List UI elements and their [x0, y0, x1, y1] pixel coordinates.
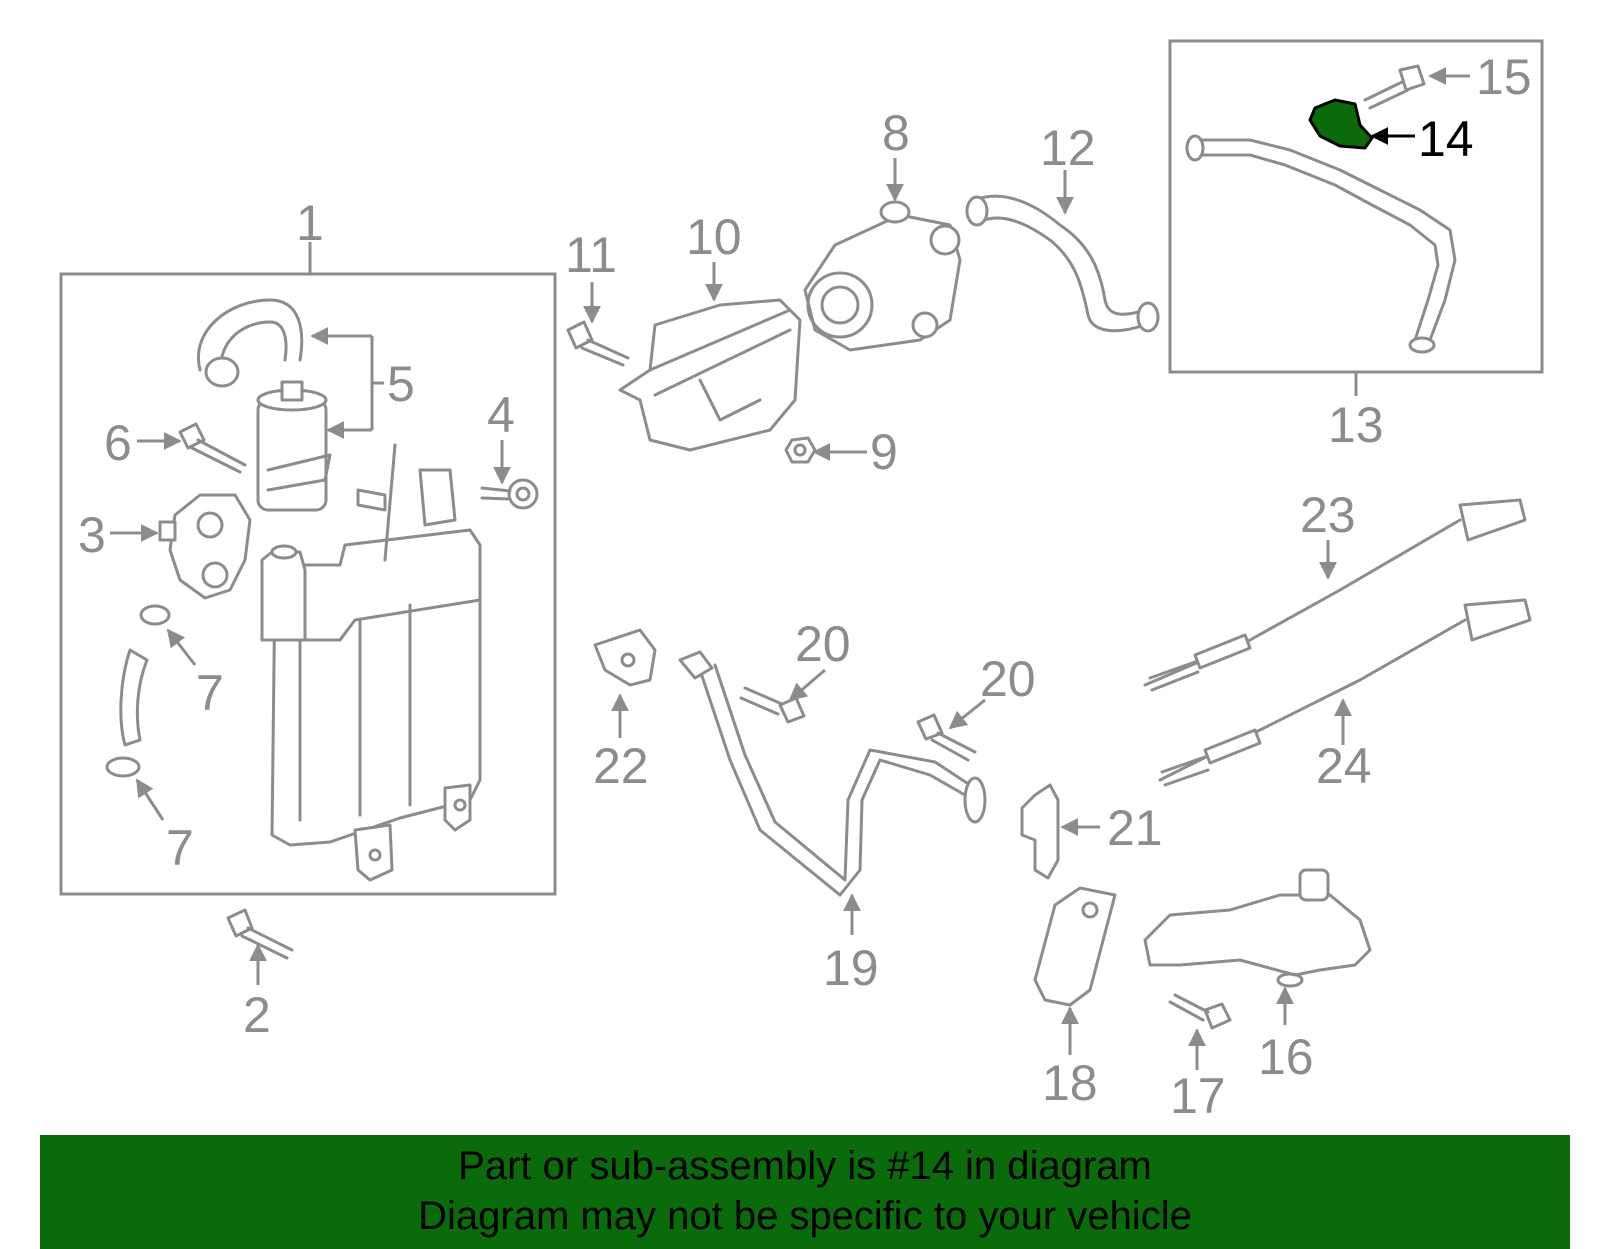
assembly-box-1: [59, 272, 557, 896]
callout-6: 6: [104, 415, 132, 471]
gasket-18: [1033, 886, 1117, 1007]
bracket-10: [618, 298, 802, 452]
oxygen-sensor-24: [1158, 598, 1532, 787]
banner-line-2: Diagram may not be specific to your vehi…: [418, 1194, 1192, 1238]
vent-tube-13: [1185, 134, 1457, 354]
callout-2: 2: [243, 987, 271, 1043]
banner-line-1: Part or sub-assembly is #14 in diagram: [458, 1144, 1152, 1188]
callout-12: 12: [1040, 120, 1096, 176]
nut-9: [784, 436, 817, 464]
callout-7b: 7: [166, 820, 194, 876]
callout-7a: 7: [196, 665, 224, 721]
filter-and-hose: [197, 298, 332, 512]
clamps-and-hose-7: [105, 604, 171, 778]
callout-22: 22: [593, 738, 649, 794]
callout-1: 1: [296, 195, 324, 251]
callout-16: 16: [1258, 1029, 1314, 1085]
callout-13: 13: [1328, 397, 1384, 453]
callout-11: 11: [565, 227, 617, 283]
callout-20a: 20: [795, 616, 851, 672]
oxygen-sensor-23: [1143, 498, 1527, 692]
bracket-21: [1020, 783, 1060, 880]
bolt-15: [1363, 64, 1426, 110]
callout-10: 10: [686, 209, 742, 265]
hose-12: [965, 194, 1160, 333]
evap-canister: [260, 443, 482, 882]
callout-8: 8: [882, 105, 910, 161]
bolt-4: [480, 478, 539, 510]
leader-lines: [110, 67, 1470, 1070]
callout-17: 17: [1170, 1068, 1226, 1124]
callout-14-highlighted: 14: [1418, 111, 1474, 167]
info-banner: Part or sub-assembly is #14 in diagram D…: [40, 1135, 1570, 1249]
callout-18: 18: [1042, 1055, 1098, 1111]
purge-valve: [158, 493, 252, 600]
callout-5: 5: [387, 356, 415, 412]
bolt-11: [566, 320, 630, 367]
bolt-2: [226, 908, 294, 960]
bolt-6: [178, 422, 247, 474]
pump-8: [803, 200, 962, 352]
callout-3: 3: [78, 507, 106, 563]
seal-14-highlighted: [1308, 98, 1374, 150]
callout-21: 21: [1107, 800, 1163, 856]
bolt-17: [1168, 993, 1232, 1030]
bolt-20a: [739, 686, 806, 724]
callout-23: 23: [1300, 487, 1356, 543]
callout-19: 19: [823, 940, 879, 996]
pipe-19: [678, 650, 987, 897]
callout-24: 24: [1316, 738, 1372, 794]
bracket-22: [593, 628, 657, 687]
callout-20b: 20: [980, 651, 1036, 707]
callout-15: 15: [1476, 49, 1532, 105]
callout-9: 9: [870, 424, 898, 480]
callout-4: 4: [487, 387, 515, 443]
bolt-20b: [916, 713, 977, 762]
housing-16: [1143, 868, 1372, 988]
